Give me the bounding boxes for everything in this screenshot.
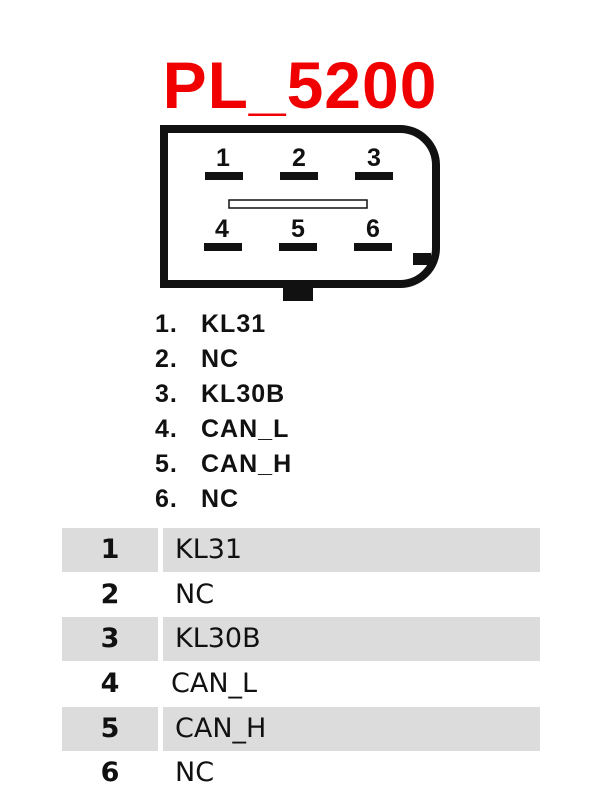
connector-tab bbox=[283, 284, 313, 301]
connector-outline bbox=[160, 125, 440, 288]
connector-title: PL_5200 bbox=[162, 48, 438, 122]
pin-list-item: 4.CAN_L bbox=[155, 415, 290, 443]
connector-notch bbox=[413, 253, 431, 265]
pin-list-item: 2.NC bbox=[155, 345, 240, 373]
pin-bar-5 bbox=[279, 243, 317, 251]
pin-list-item: 1.KL31 bbox=[155, 310, 267, 338]
pin-list-item: 5.CAN_H bbox=[155, 450, 293, 478]
pin-bar-1 bbox=[205, 172, 243, 180]
pin-label-6: 6 bbox=[366, 215, 380, 243]
pin-bar-6 bbox=[354, 243, 392, 251]
pin-label-1: 1 bbox=[216, 144, 230, 172]
pin-list-item: 3.KL30B bbox=[155, 380, 286, 408]
pin-label-4: 4 bbox=[215, 215, 229, 243]
connector-slot bbox=[228, 199, 368, 209]
connector-diagram: 1 2 3 4 5 6 bbox=[160, 125, 440, 301]
pin-label-2: 2 bbox=[292, 144, 306, 172]
pin-bar-2 bbox=[280, 172, 318, 180]
pin-list: 1.KL31 2.NC 3.KL30B 4.CAN_L 5.CAN_H 6.NC bbox=[155, 308, 292, 518]
pin-label-3: 3 bbox=[367, 144, 381, 172]
pin-bar-4 bbox=[204, 243, 242, 251]
pin-list-item: 6.NC bbox=[155, 485, 240, 513]
pin-bar-3 bbox=[355, 172, 393, 180]
pin-label-5: 5 bbox=[291, 215, 305, 243]
